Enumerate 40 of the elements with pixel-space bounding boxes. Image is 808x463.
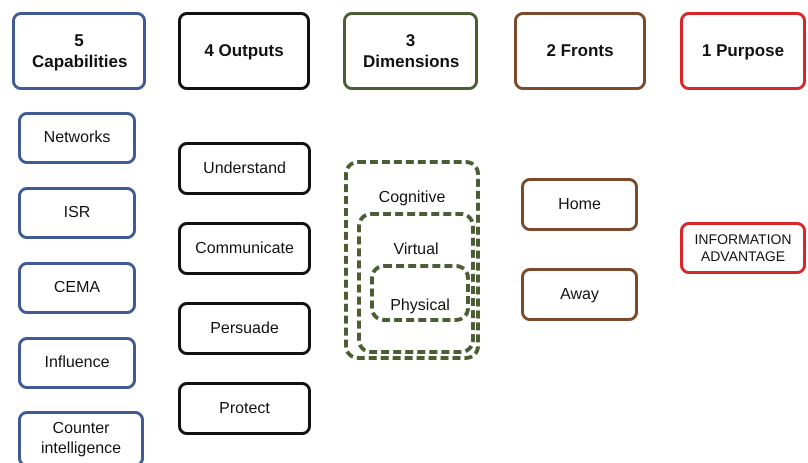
column-header-box [514,12,646,90]
column-header-box [680,12,806,90]
item-box [18,262,136,314]
item-label: Networks [44,128,110,148]
item-box [521,268,638,321]
item-label: Communicate [195,238,294,258]
item-label: Influence [44,353,110,373]
column-heading: 3 Dimensions [363,30,458,72]
item-label: Counter intelligence [40,419,122,459]
item-box [178,142,311,195]
item-label: Protect [219,398,270,418]
item-label: Virtual [392,240,440,260]
column-heading: 4 Outputs [203,40,285,62]
item-label: Understand [203,158,286,178]
item-box [680,222,806,274]
item-box [521,178,638,231]
item-box [18,337,136,389]
dashed-dimension-box [357,212,475,354]
column-heading: 5 Capabilities [32,30,126,72]
dashed-dimension-box [344,160,480,360]
item-label: CEMA [54,278,100,298]
item-box [178,222,311,275]
item-label: INFORMATION ADVANTAGE [694,230,792,266]
column-heading: 1 Purpose [700,40,786,62]
column-header-box [12,12,146,90]
item-label: Persuade [210,318,279,338]
column-header-box [343,12,478,90]
item-box [178,382,311,435]
item-label: Physical [389,296,451,316]
dashed-dimension-box [370,264,470,322]
item-label: Away [560,284,599,304]
item-label: ISR [64,203,90,223]
item-box [18,187,136,239]
item-box [18,411,144,463]
item-label: Cognitive [378,188,446,208]
column-heading: 2 Fronts [545,40,615,62]
column-header-box [178,12,310,90]
item-box [178,302,311,355]
item-label: Home [558,194,601,214]
item-box [18,112,136,164]
